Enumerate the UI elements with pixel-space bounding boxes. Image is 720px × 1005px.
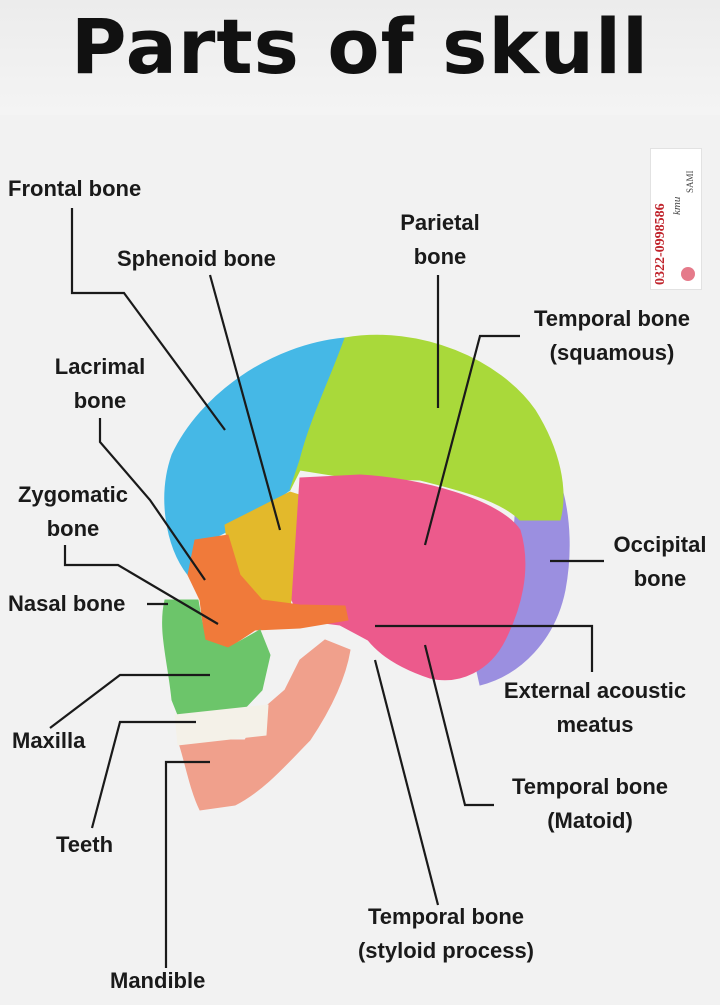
- label-parietal-bone: Parietal bone: [400, 210, 480, 269]
- watermark-badge: 0322-0998586 kmu SAMI: [650, 148, 702, 290]
- leader-sphenoid: [208, 274, 282, 531]
- label-occipital-bone: Occipital bone: [613, 532, 707, 591]
- header-band: [0, 0, 720, 115]
- label-maxilla: Maxilla: [12, 728, 86, 753]
- leader-zygomatic: [63, 545, 219, 625]
- leader-maxilla: [49, 673, 210, 729]
- label-lacrimal-bone: Lacrimal bone: [54, 354, 146, 413]
- label-sphenoid-bone: Sphenoid bone: [117, 246, 276, 271]
- maxilla-bone: [162, 599, 271, 716]
- leader-temporal-styloid: [373, 659, 440, 906]
- label-temporal-mastoid: Temporal bone (Matoid): [511, 774, 669, 833]
- teeth-row: [174, 704, 269, 746]
- watermark-phone: 0322-0998586: [653, 203, 668, 285]
- label-teeth: Teeth: [56, 832, 114, 857]
- watermark-logo-icon: [681, 267, 695, 281]
- leader-temporal-mastoid: [423, 644, 494, 807]
- leader-mandible: [164, 760, 210, 968]
- label-temporal-styloid: Temporal bone (styloid process): [357, 904, 535, 963]
- leader-temporal-squamous: [423, 334, 520, 546]
- zygomatic-bone: [187, 534, 349, 649]
- label-mandible: Mandible: [110, 968, 206, 993]
- page-title: Parts of skull: [70, 2, 650, 91]
- leader-frontal: [70, 208, 226, 431]
- label-external-acoustic-meatus: External acoustic meatus: [503, 678, 687, 737]
- temporal-bone: [291, 474, 526, 681]
- label-temporal-squamous: Temporal bone (squamous): [533, 306, 691, 365]
- leader-teeth: [90, 720, 196, 829]
- watermark-brand: kmu: [671, 196, 683, 215]
- label-frontal-bone: Frontal bone: [8, 176, 142, 201]
- watermark-text-block: 0322-0998586 kmu SAMI: [651, 149, 701, 289]
- leader-lacrimal: [98, 418, 206, 581]
- leader-external-acoustic: [375, 624, 594, 672]
- label-zygomatic-bone: Zygomatic bone: [17, 482, 129, 541]
- parietal-bone: [289, 334, 564, 521]
- watermark-name: SAMI: [685, 170, 695, 193]
- label-nasal-bone: Nasal bone: [8, 591, 126, 616]
